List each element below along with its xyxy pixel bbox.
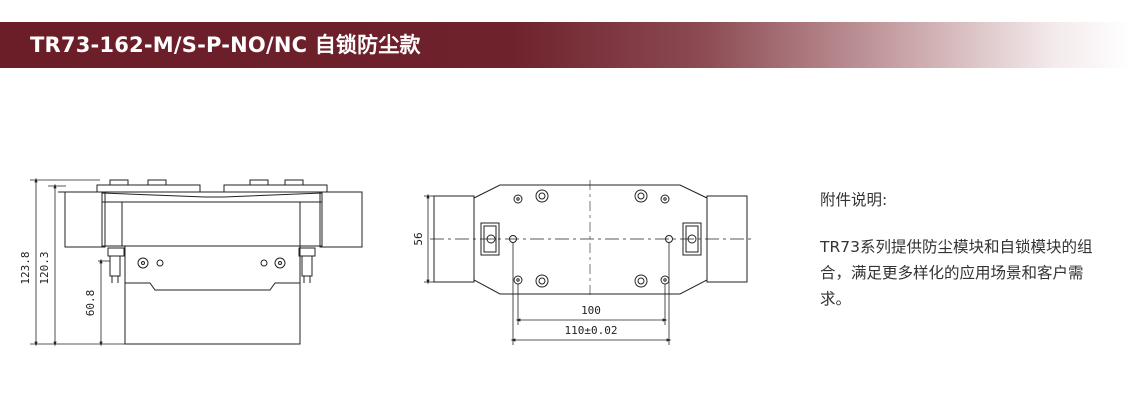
front-view — [58, 179, 363, 345]
lower-body — [124, 245, 301, 345]
top-view — [430, 180, 752, 298]
body-screws — [137, 257, 286, 269]
notes-body: TR73系列提供防尘模块和自锁模块的组合，满足更多样化的应用场景和客户需求。 — [820, 238, 1093, 308]
front-dimension-lines — [30, 177, 125, 347]
dim-outer-spacing: 110±0.02 — [565, 324, 618, 337]
top-dimension-lines — [424, 193, 672, 345]
banner-title: TR73-162-M/S-P-NO/NC 自锁防尘款 — [30, 33, 421, 57]
top-body — [473, 184, 708, 295]
notes-panel: 附件说明: TR73系列提供防尘模块和自锁模块的组合，满足更多样化的应用场景和客… — [820, 188, 1120, 312]
left-sensor — [107, 247, 125, 283]
left-side-block — [64, 191, 106, 248]
top-pads — [58, 179, 358, 193]
right-sensor — [298, 247, 316, 283]
dim-inner-spacing: 100 — [581, 304, 601, 317]
dim-width: 56 — [412, 232, 425, 245]
notes-title: 附件说明: — [820, 191, 888, 209]
dim-total-height: 123.8 — [19, 251, 32, 284]
mounting-holes — [509, 189, 673, 288]
dim-lower-height: 60.8 — [84, 290, 97, 317]
main-body — [101, 192, 323, 247]
dim-body-height: 120.3 — [38, 251, 51, 284]
title-banner: TR73-162-M/S-P-NO/NC 自锁防尘款 — [0, 22, 1132, 68]
right-side-block — [319, 191, 363, 248]
